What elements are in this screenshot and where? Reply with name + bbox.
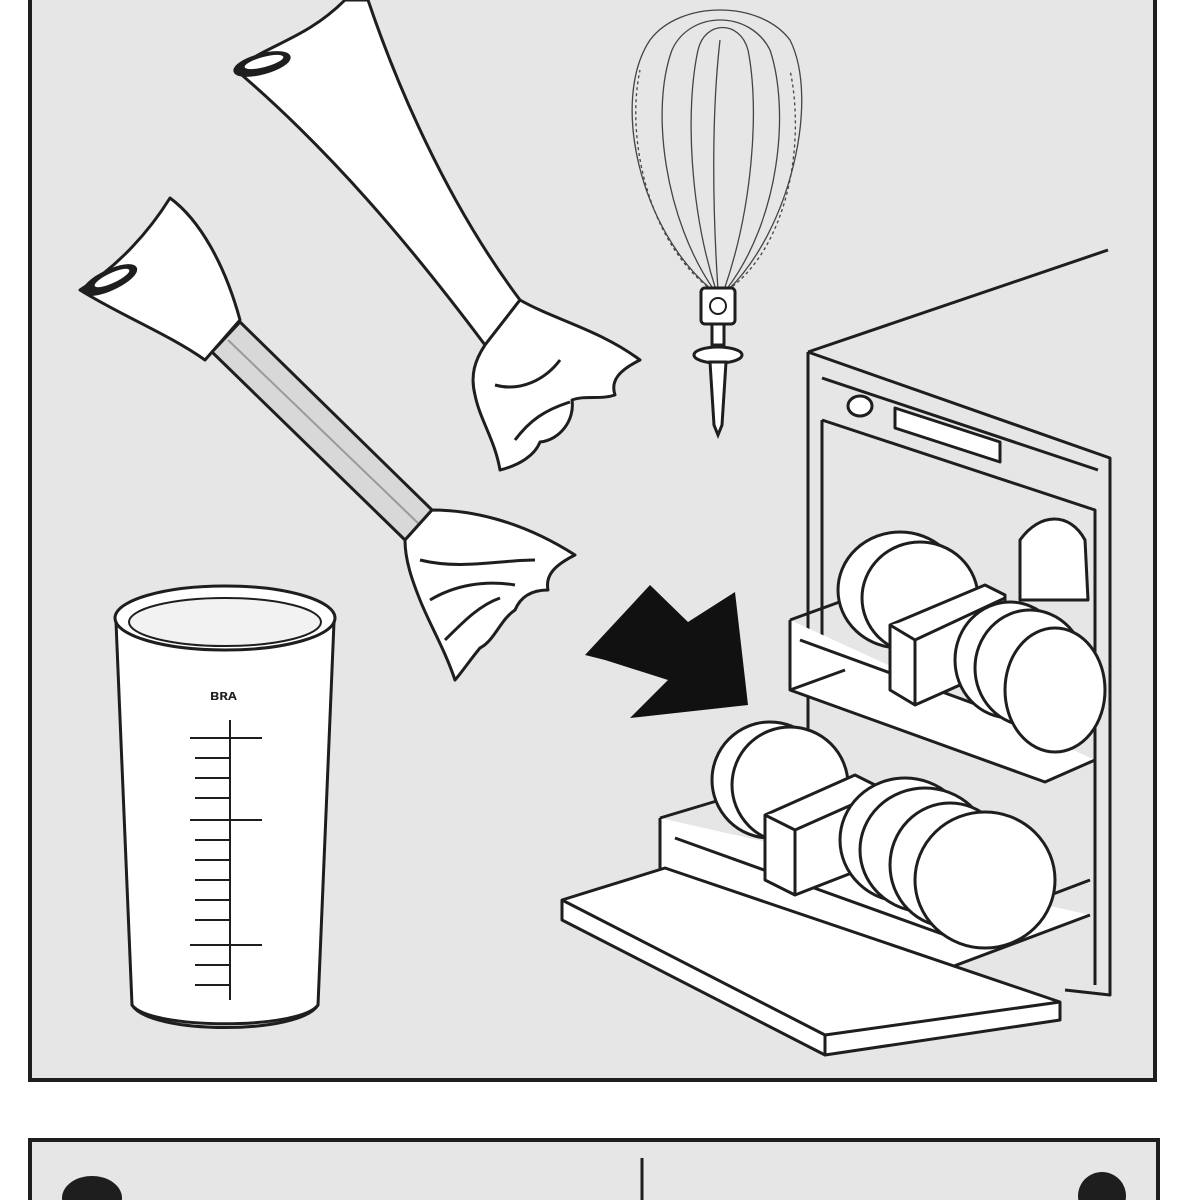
blender-attachment-icon bbox=[78, 196, 577, 682]
cup-brand-mark: ʙʀᴀ bbox=[210, 687, 237, 704]
lower-right-shape bbox=[1078, 1172, 1126, 1200]
arrow-icon bbox=[585, 585, 748, 718]
whisk-icon bbox=[631, 9, 803, 440]
dishwasher-icon bbox=[560, 248, 1112, 1057]
blender-shaft-icon bbox=[233, 0, 642, 472]
lower-left-shape bbox=[62, 1176, 122, 1200]
measuring-cup-icon: ʙʀᴀ bbox=[113, 584, 337, 1029]
lower-panel bbox=[28, 1138, 1160, 1200]
